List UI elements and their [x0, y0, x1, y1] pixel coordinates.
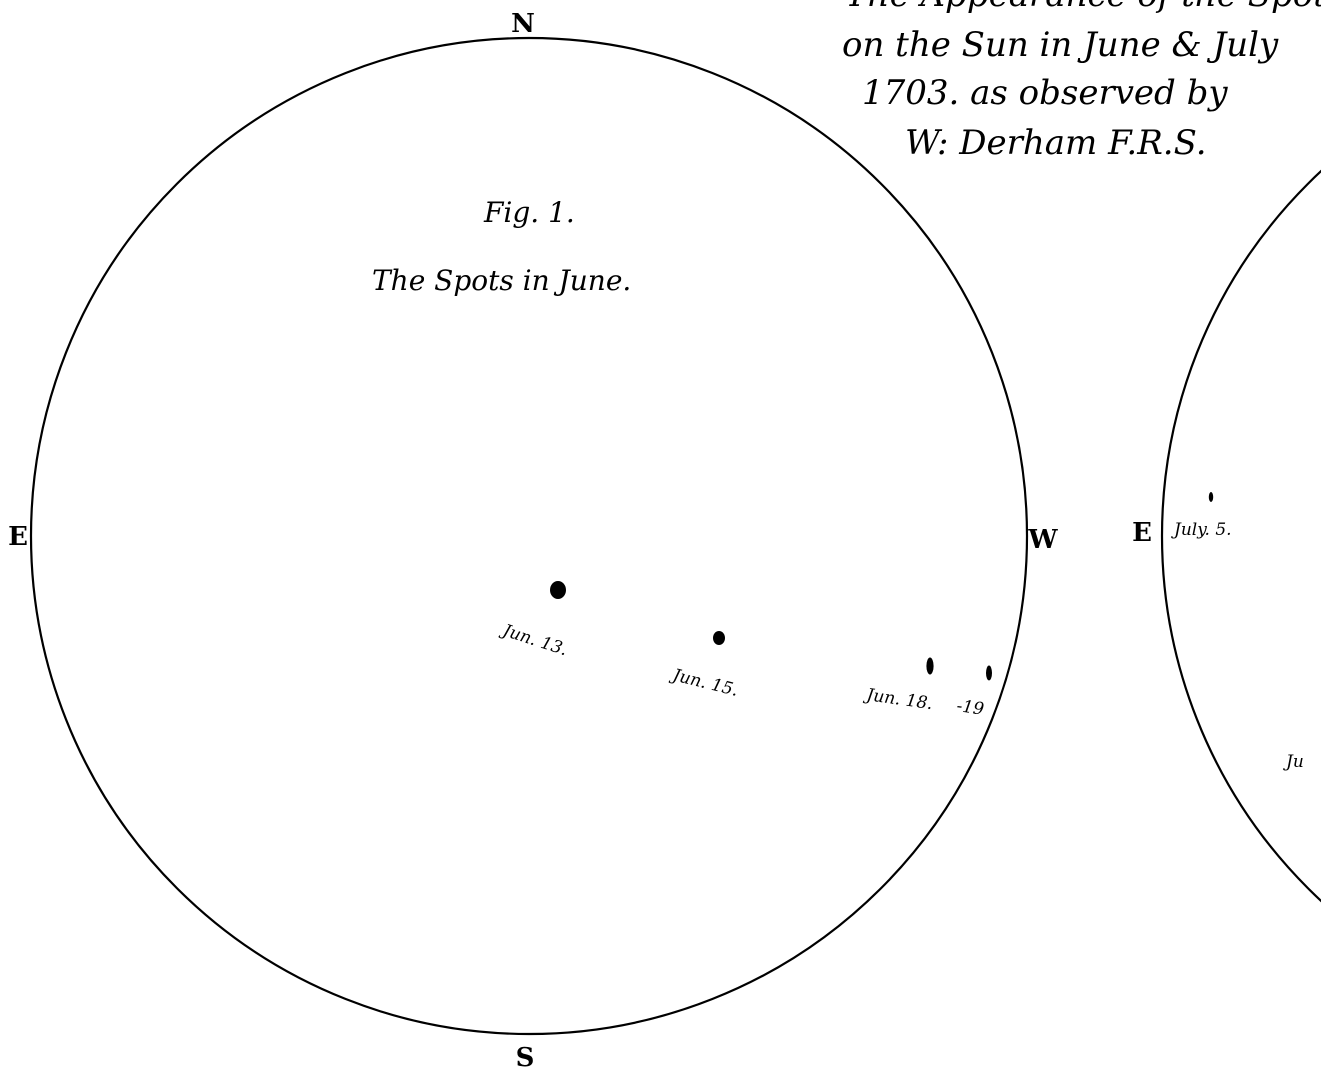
title-line-3: 1703. as observed by — [862, 73, 1228, 113]
title-line-2: on the Sun in June & July — [842, 25, 1279, 65]
compass-north: N — [511, 9, 535, 39]
sun-disc-july — [1161, 169, 1321, 903]
spot-label-jun-15: Jun. 15. — [668, 665, 740, 701]
spot-label-july-cutoff: Ju — [1283, 752, 1304, 772]
spot-label-july-5: July. 5. — [1171, 520, 1232, 540]
compass-south: S — [516, 1043, 535, 1073]
sunspot-jun-13 — [550, 581, 566, 599]
sunspot-jun-15 — [713, 631, 725, 645]
sunspot-july-5 — [1208, 492, 1214, 502]
spot-label-jun-13: Jun. 13. — [498, 620, 570, 661]
compass-east-july: E — [1132, 518, 1152, 548]
sunspot-jun-18 — [926, 657, 934, 675]
sunspot-jun-19 — [986, 665, 992, 681]
figure-number: Fig. 1. — [483, 196, 575, 229]
title-line-1: The Appearance of the Spots — [845, 0, 1321, 15]
sun-disc-june — [29, 36, 1029, 1036]
compass-east: E — [8, 522, 28, 552]
compass-west: W — [1027, 525, 1058, 555]
figure-caption: The Spots in June. — [372, 264, 631, 297]
spot-label-jun-19: -19 — [955, 696, 985, 720]
spot-label-jun-18: Jun. 18. — [862, 685, 934, 714]
title-line-4: W: Derham F.R.S. — [905, 123, 1207, 163]
